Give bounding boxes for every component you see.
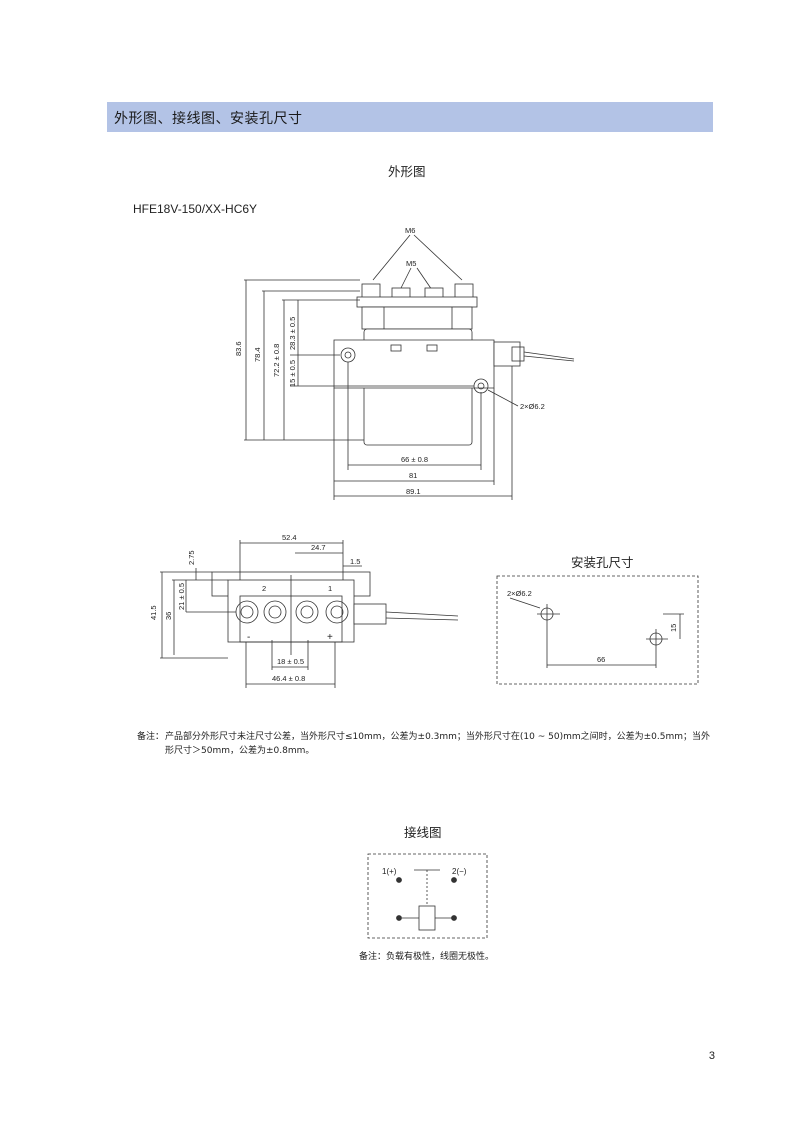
- dim-28: 28.3 ± 0.5: [288, 317, 297, 350]
- page-number: 3: [708, 1050, 715, 1062]
- wiring-t2: 2(−): [452, 867, 467, 876]
- terminal-2-mark: 2: [262, 584, 266, 593]
- dim-89: 89.1: [406, 487, 421, 496]
- mount-dim-15: 15: [669, 624, 678, 632]
- note-line-2: 形尺寸＞50mm，公差为±0.8mm。: [165, 746, 315, 756]
- dim-78: 78.4: [253, 347, 262, 362]
- dim-21: 21 ± 0.5: [177, 583, 186, 610]
- note-prefix: 备注：: [137, 732, 165, 742]
- dim-41-5: 41.5: [149, 605, 158, 620]
- mounting-box: [496, 575, 699, 685]
- model-number: HFE18V-150/XX-HC6Y: [133, 202, 258, 216]
- dim-83: 83.6: [234, 341, 243, 356]
- dim-46: 46.4 ± 0.8: [272, 674, 305, 683]
- dim-1-5: 1.5: [350, 557, 360, 566]
- wiring-t1: 1(+): [382, 867, 397, 876]
- minus-mark: -: [247, 632, 250, 643]
- front-view: [244, 234, 575, 500]
- plus-mark: +: [327, 632, 333, 643]
- wiring-heading: 接线图: [404, 825, 442, 840]
- dim-2-75: 2.75: [187, 550, 196, 565]
- mount-dim-66: 66: [597, 655, 605, 664]
- dim-66: 66 ± 0.8: [401, 455, 428, 464]
- terminal-1-mark: 1: [328, 584, 332, 593]
- dim-52: 52.4: [282, 533, 297, 542]
- label-m6: M6: [405, 226, 415, 235]
- dim-24: 24.7: [311, 543, 326, 552]
- wiring-box: [367, 853, 488, 939]
- section-title: 外形图、接线图、安装孔尺寸: [114, 111, 303, 127]
- wiring-note: 备注：负载有极性，线圈无极性。: [359, 952, 495, 962]
- outline-heading: 外形图: [388, 164, 426, 179]
- dim-18: 18 ± 0.5: [277, 657, 304, 666]
- section-header-bar: [107, 102, 713, 132]
- label-front-holes: 2×Ø6.2: [520, 402, 545, 411]
- mounting-heading: 安装孔尺寸: [571, 555, 634, 570]
- dim-36: 36: [164, 612, 173, 620]
- dim-72: 72.2 ± 0.8: [272, 344, 281, 377]
- note-line-1: 产品部分外形尺寸未注尺寸公差，当外形尺寸≤10mm，公差为±0.3mm；当外形尺…: [165, 732, 711, 742]
- label-m5: M5: [406, 259, 416, 268]
- dim-81: 81: [409, 471, 417, 480]
- top-view: [160, 540, 459, 688]
- mount-holes-label: 2×Ø6.2: [507, 589, 532, 598]
- dim-15: 15 ± 0.5: [288, 360, 297, 387]
